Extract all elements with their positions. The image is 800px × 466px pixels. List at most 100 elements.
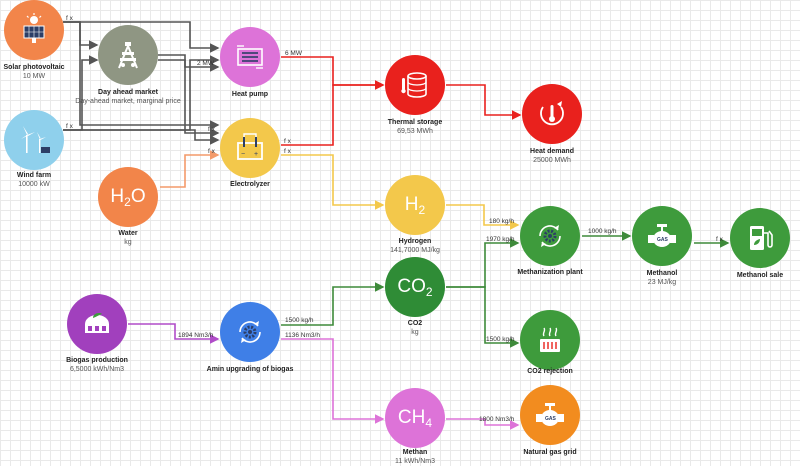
wind-farm-node[interactable]	[4, 110, 64, 170]
heat-demand-node[interactable]	[522, 84, 582, 144]
amin-upgrading-node[interactable]	[220, 302, 280, 362]
methanization-title: Methanization plant	[495, 269, 605, 278]
edge-label-co2-1500: 1500 kg/h	[486, 336, 515, 343]
edge-label-methanol-1000: 1000 kg/h	[588, 228, 617, 235]
emission-icon	[533, 323, 567, 357]
hydrogen-label: Hydrogen 141,7000 MJ/kg	[360, 238, 470, 255]
methanol-node[interactable]: GAS	[632, 206, 692, 266]
biogas-sub: 6,5000 kWh/Nm3	[42, 366, 152, 375]
co2-sub: kg	[360, 329, 470, 338]
hydrogen-sub: 141,7000 MJ/kg	[360, 247, 470, 256]
day-ahead-sub: Day-ahead market, marginal price	[73, 98, 183, 107]
edge-label-co2-1970: 1970 kg/h	[486, 236, 515, 243]
methanol-sale-title: Methanol sale	[705, 272, 800, 281]
electrolyzer-title: Electrolyzer	[195, 181, 305, 190]
methanol-sale-node[interactable]	[730, 208, 790, 268]
edge-label-amin-co2: 1500 kg/h	[285, 317, 314, 324]
solar-node[interactable]	[4, 0, 64, 60]
thermal-storage-label: Thermal storage 69,53 MWh	[360, 119, 470, 136]
biogas-plant-icon	[80, 307, 114, 341]
solar-title: Solar photovoltaic	[0, 64, 89, 73]
co2-formula: CO2	[397, 276, 432, 298]
fuel-pump-icon	[743, 221, 777, 255]
hydrogen-node[interactable]: H2	[385, 175, 445, 235]
water-formula: H2O	[110, 186, 145, 208]
thermal-title: Thermal storage	[360, 119, 470, 128]
thermal-sub: 69,53 MWh	[360, 128, 470, 137]
heat-pump-title: Heat pump	[195, 91, 305, 100]
edge-label-amin-methan: 1136 Nm3/h	[285, 332, 320, 339]
co2-rejection-title: CO2 rejection	[495, 368, 605, 377]
solar-panel-icon	[17, 13, 51, 47]
heat-demand-sub: 25000 MWh	[497, 157, 607, 166]
methanol-label: Methanol 23 MJ/kg	[607, 270, 717, 287]
methanization-label: Methanization plant	[495, 269, 605, 278]
biogas-production-node[interactable]	[67, 294, 127, 354]
gear-cycle-icon	[233, 315, 267, 349]
edge-wind-electro[interactable]	[63, 130, 218, 140]
methan-label: Methan 11 kWh/Nm3	[360, 449, 470, 466]
natural-gas-label: Natural gas grid	[495, 449, 605, 458]
water-sub: kg	[73, 239, 183, 248]
natural-gas-grid-node[interactable]: GAS	[520, 385, 580, 445]
methan-node[interactable]: CH4	[385, 388, 445, 448]
electrolyzer-label: Electrolyzer	[195, 181, 305, 190]
co2-rejection-label: CO2 rejection	[495, 368, 605, 377]
electrolyzer-node[interactable]: − +	[220, 118, 280, 178]
thermometer-icon	[535, 97, 569, 131]
edge-label-wind: f x	[66, 123, 74, 130]
svg-text:+: +	[254, 151, 258, 158]
methanol-sub: 23 MJ/kg	[607, 279, 717, 288]
wind-label: Wind farm 10000 kW	[0, 172, 89, 189]
water-title: Water	[73, 230, 183, 239]
market-icon	[111, 38, 145, 72]
hydrogen-title: Hydrogen	[360, 238, 470, 247]
co2-node[interactable]: CO2	[385, 257, 445, 317]
gas-valve-icon: GAS	[533, 398, 567, 432]
biogas-title: Biogas production	[42, 357, 152, 366]
wind-title: Wind farm	[0, 172, 89, 181]
edge-label-methanol-fx: f x	[716, 236, 724, 243]
svg-text:−: −	[241, 151, 245, 158]
methan-title: Methan	[360, 449, 470, 458]
wind-sub: 10000 kW	[0, 181, 89, 190]
methan-formula: CH4	[398, 407, 432, 429]
edge-label-solar: f x	[66, 15, 74, 22]
methanization-plant-node[interactable]	[520, 206, 580, 266]
wind-turbine-icon	[17, 123, 51, 157]
day-ahead-title: Day ahead market	[73, 89, 183, 98]
edge-amin-methan[interactable]	[281, 339, 383, 419]
co2-rejection-node[interactable]	[520, 310, 580, 370]
edge-label-water: f x	[208, 148, 216, 155]
edge-label-h2: 180 kg/h	[489, 218, 514, 225]
water-node[interactable]: H2O	[98, 167, 158, 227]
svg-text:GAS: GAS	[545, 416, 557, 422]
co2-label: CO2 kg	[360, 320, 470, 337]
co2-title: CO2	[360, 320, 470, 329]
gas-valve-icon: GAS	[645, 219, 679, 253]
heat-pump-label: Heat pump	[195, 91, 305, 100]
solar-label: Solar photovoltaic 10 MW	[0, 64, 89, 81]
natural-gas-title: Natural gas grid	[495, 449, 605, 458]
hydrogen-formula: H2	[405, 194, 425, 216]
water-label: Water kg	[73, 230, 183, 247]
edge-label-to-electro: f x	[208, 126, 216, 133]
thermal-storage-node[interactable]	[385, 55, 445, 115]
edge-label-electro-fx1: f x	[284, 138, 292, 145]
heat-demand-label: Heat demand 25000 MWh	[497, 148, 607, 165]
edge-label-2mw: 2 MW	[197, 60, 215, 67]
methanol-sale-label: Methanol sale	[705, 272, 800, 281]
edge-electro-hydrogen[interactable]	[281, 155, 383, 205]
storage-tank-icon	[398, 68, 432, 102]
heat-pump-node[interactable]	[220, 27, 280, 87]
gear-cycle-icon	[533, 219, 567, 253]
edge-thermal-heatdemand[interactable]	[446, 85, 520, 115]
edge-label-methan: 1800 Nm3/h	[479, 416, 515, 423]
methanol-title: Methanol	[607, 270, 717, 279]
edge-label-biogas: 1894 Nm3/h	[178, 332, 214, 339]
edge-label-6mw: 6 MW	[285, 50, 303, 57]
edge-label-electro-fx2: f x	[284, 148, 292, 155]
day-ahead-market-node[interactable]	[98, 25, 158, 85]
edge-heatpump-thermal[interactable]	[281, 57, 383, 85]
day-ahead-label: Day ahead market Day-ahead market, margi…	[73, 89, 183, 106]
